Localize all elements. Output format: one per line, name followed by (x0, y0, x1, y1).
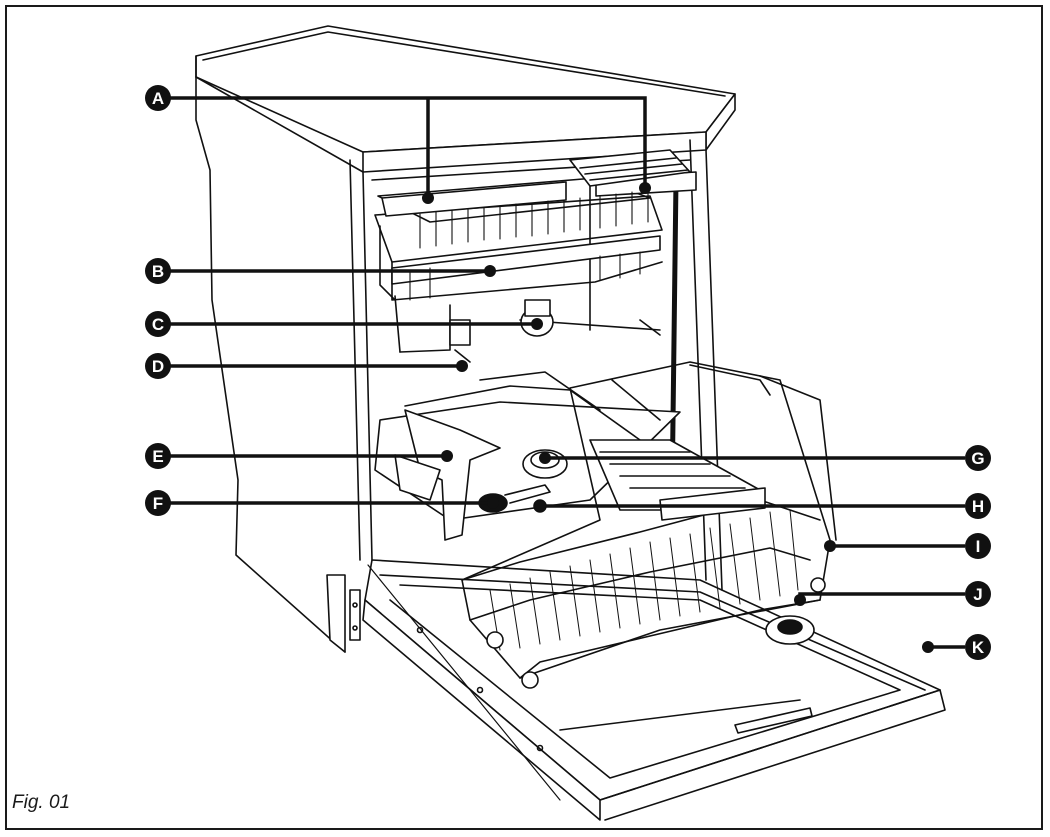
svg-text:A: A (152, 89, 164, 108)
svg-text:B: B (152, 262, 164, 281)
callout-c: C (145, 311, 171, 337)
callout-k: K (965, 634, 991, 660)
figure-caption: Fig. 01 (12, 792, 71, 813)
callout-f: F (145, 490, 171, 516)
callout-h: H (965, 493, 991, 519)
callout-b: B (145, 258, 171, 284)
svg-text:E: E (152, 447, 163, 466)
svg-text:H: H (972, 497, 984, 516)
leader-dots (422, 182, 934, 653)
callout-a: A (145, 85, 171, 111)
lower-basket (461, 361, 837, 689)
callout-i: I (965, 533, 991, 559)
top-panel (195, 25, 736, 173)
svg-text:F: F (153, 494, 163, 513)
cabinet-side (195, 76, 361, 653)
svg-text:D: D (152, 357, 164, 376)
svg-text:C: C (152, 315, 164, 334)
callout-e: E (145, 443, 171, 469)
callout-j: J (965, 581, 991, 607)
svg-text:K: K (972, 638, 985, 657)
callout-d: D (145, 353, 171, 379)
svg-text:I: I (976, 537, 981, 556)
callout-g: G (965, 445, 991, 471)
upper-spray-arm (449, 299, 554, 363)
svg-text:J: J (973, 585, 982, 604)
svg-text:G: G (971, 449, 984, 468)
door (362, 559, 946, 821)
leader-lines (167, 96, 965, 649)
